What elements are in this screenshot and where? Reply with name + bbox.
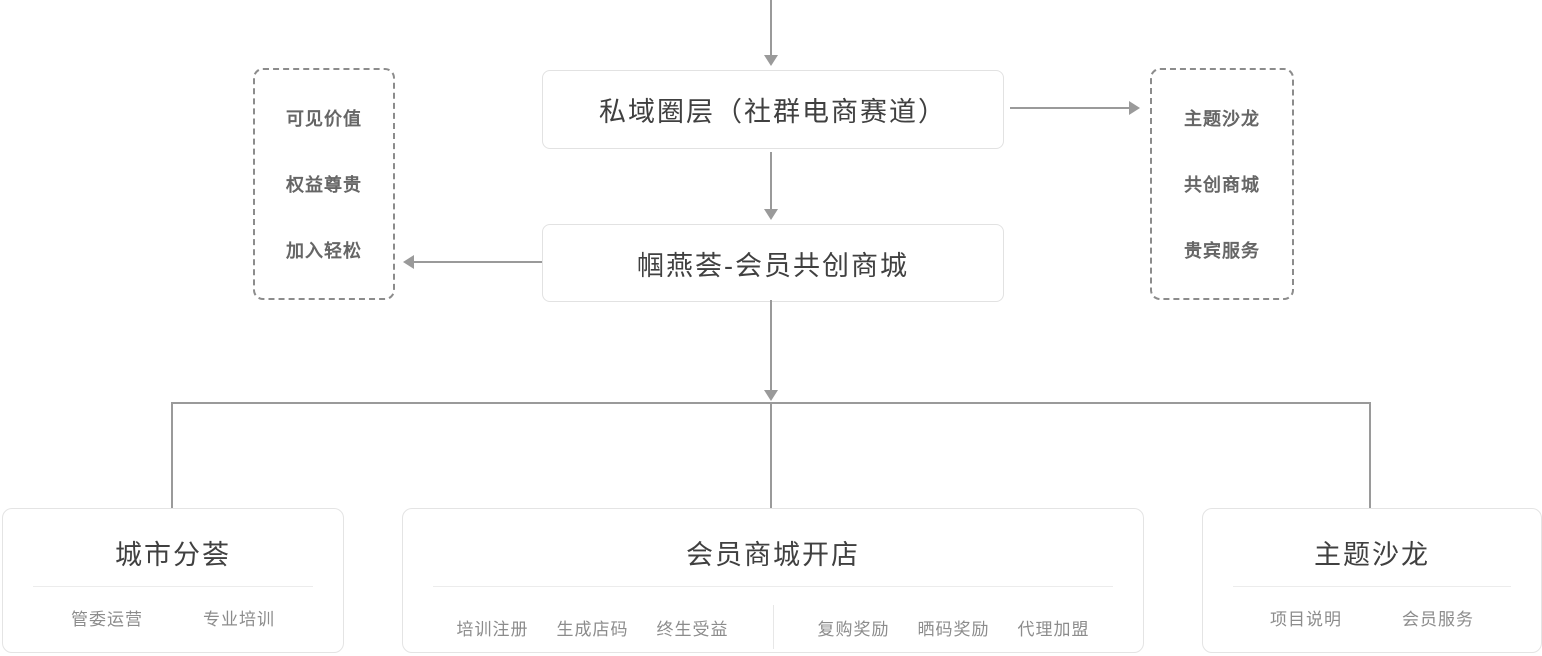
feature-item: 终生受益 <box>656 619 729 639</box>
panel-services-item: 共创商城 <box>1184 175 1260 195</box>
arrow-right-icon <box>1129 101 1140 115</box>
node-city-branch-items: 管委运营 专业培训 <box>3 605 343 630</box>
panel-benefits-item: 加入轻松 <box>286 241 362 261</box>
feature-item: 项目说明 <box>1270 610 1342 629</box>
vertical-divider <box>772 605 774 649</box>
panel-services-item: 贵宾服务 <box>1184 241 1260 261</box>
node-private-domain-label: 私域圈层（社群电商赛道） <box>599 97 947 127</box>
arrow-left-icon <box>403 255 414 269</box>
panel-benefits: 可见价值 权益尊贵 加入轻松 <box>253 68 395 300</box>
arrow-down-entry-icon <box>764 55 778 66</box>
feature-item: 专业培训 <box>203 610 275 629</box>
connector-tree-bar <box>171 402 1371 404</box>
feature-item: 生成店码 <box>556 619 629 639</box>
node-mall-store-title: 会员商城开店 <box>686 540 860 570</box>
node-city-branch-title: 城市分荟 <box>115 540 231 570</box>
arrow-down-tree-icon <box>764 390 778 401</box>
feature-item: 培训注册 <box>456 619 529 639</box>
node-member-mall: 帼燕荟-会员共创商城 <box>542 224 1004 302</box>
arrow-down-mid-icon <box>764 209 778 220</box>
node-theme-salon-title: 主题沙龙 <box>1314 540 1430 570</box>
connector-entry-line <box>770 0 772 56</box>
connector-drop-center <box>770 404 772 508</box>
node-theme-salon-items: 项目说明 会员服务 <box>1203 605 1541 630</box>
connector-drop-right <box>1369 403 1371 508</box>
divider <box>433 586 1113 587</box>
connector-drop-left <box>171 403 173 508</box>
panel-benefits-item: 可见价值 <box>286 109 362 129</box>
feature-item: 代理加盟 <box>1017 619 1090 639</box>
feature-item: 复购奖励 <box>817 619 890 639</box>
node-mall-store: 会员商城开店 培训注册 生成店码 终生受益 复购奖励 晒码奖励 代理加盟 <box>402 508 1144 653</box>
node-mall-store-items: 培训注册 生成店码 终生受益 复购奖励 晒码奖励 代理加盟 <box>403 605 1143 649</box>
node-private-domain: 私域圈层（社群电商赛道） <box>542 70 1004 149</box>
connector-left-line <box>414 261 542 263</box>
feature-item: 晒码奖励 <box>917 619 990 639</box>
feature-item: 管委运营 <box>71 610 143 629</box>
connector-right-line <box>1010 107 1130 109</box>
feature-item: 会员服务 <box>1402 610 1474 629</box>
divider <box>1233 586 1511 587</box>
node-theme-salon: 主题沙龙 项目说明 会员服务 <box>1202 508 1542 653</box>
panel-services-item: 主题沙龙 <box>1184 109 1260 129</box>
divider <box>33 586 313 587</box>
panel-benefits-item: 权益尊贵 <box>286 175 362 195</box>
node-city-branch: 城市分荟 管委运营 专业培训 <box>2 508 344 653</box>
connector-mid-drop-line <box>770 300 772 391</box>
panel-services: 主题沙龙 共创商城 贵宾服务 <box>1150 68 1294 300</box>
connector-top-to-mid-line <box>770 152 772 210</box>
node-member-mall-label: 帼燕荟-会员共创商城 <box>637 250 909 281</box>
